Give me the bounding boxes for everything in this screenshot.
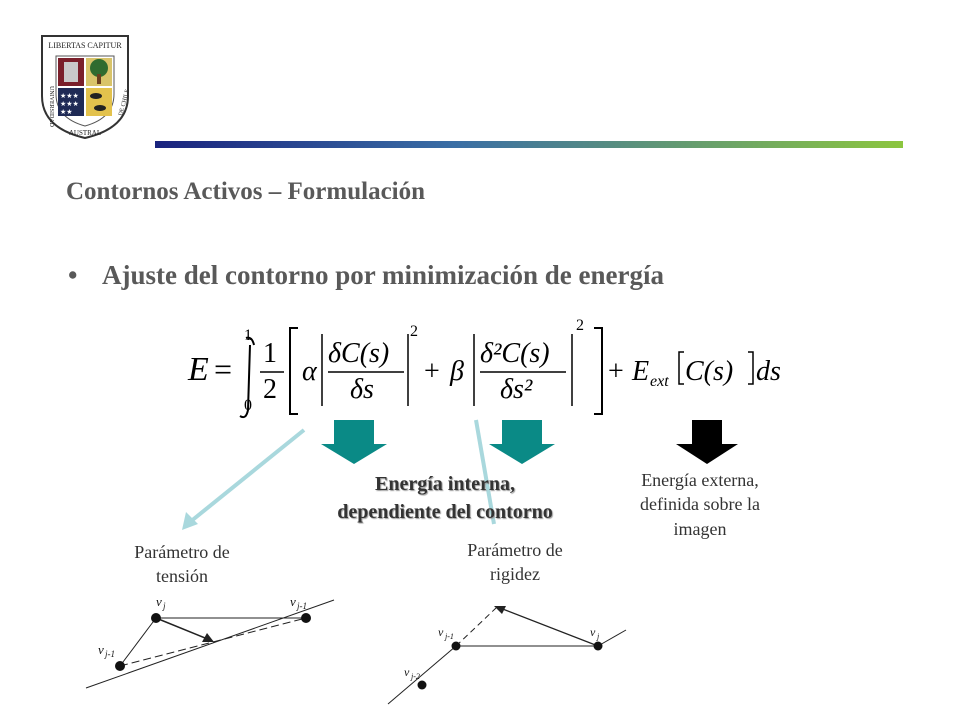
rigidez-line1: Parámetro de bbox=[467, 540, 563, 560]
term2-numerator: δ²C(s) bbox=[480, 338, 550, 369]
integral-upper: 1 bbox=[244, 327, 252, 344]
term1-numerator: δC(s) bbox=[328, 338, 389, 369]
term1-exponent: 2 bbox=[410, 323, 418, 340]
tension-line1: Parámetro de bbox=[134, 542, 230, 562]
external-energy-line2: definida sobre la bbox=[640, 494, 760, 515]
ds-symbol: ds bbox=[756, 356, 781, 387]
rigidez-line2: rigidez bbox=[490, 564, 540, 585]
pointer-arrowhead-tension bbox=[182, 512, 198, 530]
left-bracket bbox=[289, 327, 298, 415]
integral-sign bbox=[239, 336, 255, 419]
half-denominator: 2 bbox=[263, 374, 277, 405]
internal-energy-line2: dependiente del contorno bbox=[337, 501, 553, 523]
term2-exponent: 2 bbox=[576, 317, 584, 334]
term2-denominator: δs² bbox=[500, 374, 533, 405]
eext-right-bracket bbox=[748, 351, 754, 385]
right-vj-sub: j bbox=[596, 632, 600, 641]
right-bracket bbox=[594, 327, 603, 415]
bullet-text: Ajuste del contorno por minimización de … bbox=[102, 260, 664, 290]
rigidez-diagram bbox=[387, 606, 627, 705]
header-gradient-bar bbox=[155, 141, 903, 148]
external-energy-label: Energía externa, definida sobre la image… bbox=[600, 468, 800, 541]
internal-energy-line1: Energía interna, bbox=[375, 473, 515, 495]
left-vj1-sub: j-1 bbox=[296, 601, 307, 611]
eext-subscript: ext bbox=[650, 373, 669, 390]
logo-shield: ★★★★★★★★ bbox=[41, 35, 129, 140]
teal-down-arrow-1 bbox=[321, 420, 387, 464]
logo-right-text: DE CHILE bbox=[118, 88, 131, 116]
pointer-line-tension bbox=[188, 428, 306, 524]
alpha-symbol: α bbox=[302, 356, 318, 387]
bullet-item: • Ajuste del contorno por minimización de… bbox=[68, 260, 664, 291]
eext-symbol: E bbox=[631, 356, 649, 387]
right-vj1-label: v bbox=[438, 625, 444, 639]
left-vjm1-sub: j-1 bbox=[104, 649, 115, 659]
right-vj2-label: v bbox=[404, 665, 410, 679]
logo-top-text: LIBERTAS CAPITUR bbox=[48, 41, 122, 50]
integral-lower: 0 bbox=[244, 397, 252, 414]
half-numerator: 1 bbox=[263, 338, 277, 369]
left-vj-sub: j bbox=[162, 601, 166, 611]
beta-symbol: β bbox=[449, 356, 464, 387]
right-vj2-sub: j-2 bbox=[410, 672, 420, 681]
svg-text:★★★: ★★★ bbox=[60, 100, 79, 108]
svg-text:★★★: ★★★ bbox=[60, 92, 79, 100]
left-vj1-label: v bbox=[290, 594, 296, 609]
external-energy-line3: imagen bbox=[673, 518, 727, 539]
left-vjm1-label: v bbox=[98, 642, 104, 657]
external-energy-line1: Energía externa, bbox=[641, 470, 759, 490]
internal-energy-label: Energía interna, dependiente del contorn… bbox=[290, 470, 600, 526]
rigidez-parameter-label: Parámetro de rigidez bbox=[440, 538, 590, 587]
black-down-arrow bbox=[676, 420, 738, 464]
left-vj-label: v bbox=[156, 594, 162, 609]
right-vj1-sub: j-1 bbox=[444, 632, 454, 641]
svg-text:★★: ★★ bbox=[60, 108, 73, 116]
logo-left-text: UNIVERSIDAD bbox=[48, 86, 54, 128]
right-vj-label: v bbox=[590, 625, 596, 639]
eext-left-bracket bbox=[678, 351, 684, 385]
tension-line2: tensión bbox=[156, 566, 208, 587]
plus-1: + bbox=[424, 356, 440, 387]
logo-bottom-text: AUSTRAL bbox=[69, 129, 101, 137]
teal-down-arrow-2 bbox=[489, 420, 555, 464]
bullet-dot: • bbox=[68, 260, 78, 290]
tension-parameter-label: Parámetro de tensión bbox=[112, 540, 252, 589]
slide-title: Contornos Activos – Formulación bbox=[66, 178, 426, 205]
tension-diagram bbox=[85, 599, 335, 689]
plus-2: + bbox=[608, 356, 624, 387]
term1-denominator: δs bbox=[350, 374, 374, 405]
eext-argument: C(s) bbox=[685, 356, 733, 387]
formula-lhs: E bbox=[187, 351, 209, 388]
formula-equals: = bbox=[214, 351, 232, 387]
